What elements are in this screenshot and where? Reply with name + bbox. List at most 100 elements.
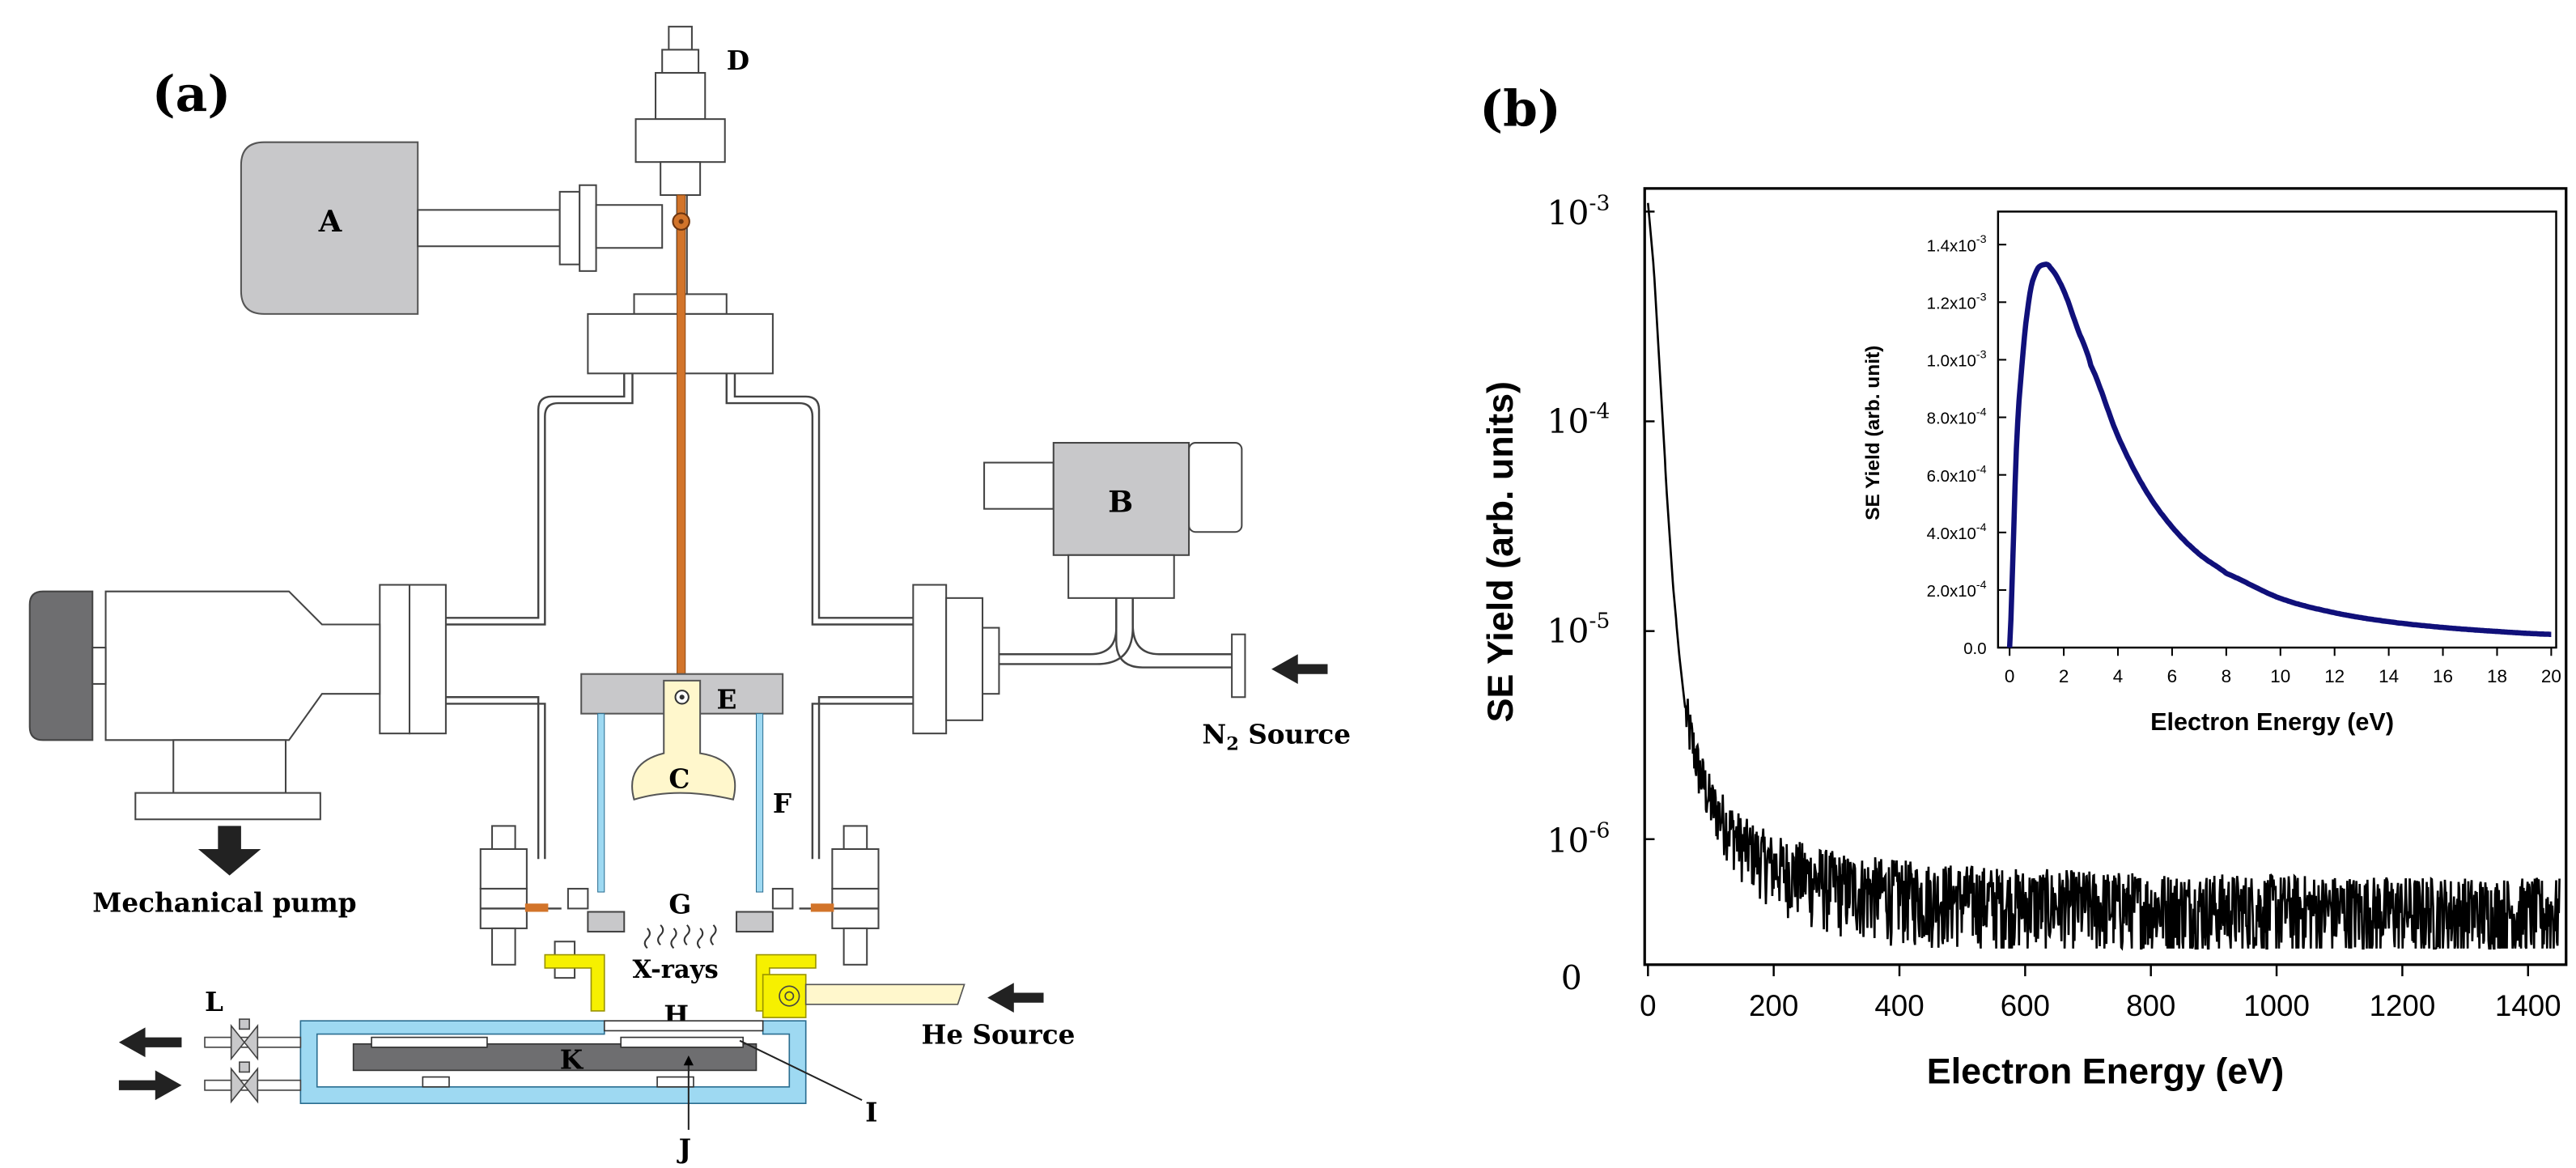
inset-y-tick-label: 1.4x10-3: [1927, 233, 1987, 255]
inset-y-tick-exp: -4: [1976, 464, 1987, 477]
inset-y-tick-base: 4.0x10: [1927, 525, 1976, 543]
main-y-tick-1-exp: -3: [1589, 190, 1611, 215]
inset-y-tick-label: 4.0x10-4: [1927, 521, 1987, 543]
main-plot-frame: [1643, 187, 2568, 966]
he-source-label: He Source: [922, 1019, 1076, 1051]
mech-pump-arrow: [197, 826, 261, 876]
label-b: B: [1108, 485, 1133, 520]
component-a-box: [240, 141, 419, 315]
xray-squiggles: [643, 924, 717, 949]
main-y-tick-1-base: 10: [1547, 194, 1589, 233]
inset-y-tick-exp: -3: [1976, 233, 1987, 246]
inset-y-tick-label: 1.2x10-3: [1927, 291, 1987, 312]
label-g: G: [668, 889, 691, 920]
n2-arrow: [1271, 654, 1328, 684]
main-x-tick-label: 600: [2001, 989, 2050, 1022]
n2-inlet-flange: [1231, 633, 1246, 699]
inset-x-tick-label: 2: [2059, 666, 2069, 686]
main-x-tick-label: 800: [2126, 989, 2175, 1022]
inset-x-tick-label: 16: [2433, 666, 2453, 686]
inset-y-tick-base: 0.0: [1963, 640, 1986, 658]
main-x-tick-label: 1200: [2370, 989, 2436, 1022]
component-f-walls: [597, 713, 764, 893]
n2-source-n: N: [1202, 718, 1226, 750]
inset-x-tick-label: 6: [2167, 666, 2177, 686]
label-e: E: [717, 684, 737, 716]
right-flange: [912, 584, 1000, 735]
holder-pivot-center: [679, 694, 685, 700]
inset-x-tick-label: 12: [2324, 666, 2345, 686]
label-c: C: [668, 762, 690, 794]
inset-y-tick-label: 0.0: [1963, 640, 1986, 658]
o-ring-right: [810, 903, 834, 912]
main-y-tick-5-base: 0: [1561, 958, 1582, 997]
inset-y-tick-label: 1.0x10-3: [1927, 348, 1987, 370]
o-ring-left: [524, 903, 549, 912]
inset-plot-area: [2006, 261, 2552, 648]
n2-source-label: N2 Source: [1202, 718, 1351, 754]
main-y-tick-labels: 10-3 10-4 10-5 10-6 0: [1547, 190, 1611, 997]
main-chamber: [445, 373, 914, 860]
he-arrow: [987, 983, 1044, 1013]
he-inlet-pipe: [804, 983, 965, 1005]
inset-y-tick-base: 2.0x10: [1927, 583, 1976, 601]
main-y-tick-4: 10-6: [1547, 818, 1611, 860]
inset-y-tick-exp: -4: [1976, 579, 1987, 592]
panel-a-label: (a): [152, 66, 231, 123]
mechanical-pump-label: Mechanical pump: [92, 887, 356, 919]
n2-source-subscript: 2: [1226, 734, 1239, 755]
main-y-tick-1: 10-3: [1547, 190, 1611, 232]
inset-plot-frame: [1997, 210, 2557, 649]
pointer-i: [739, 1039, 863, 1102]
inset-x-tick-label: 14: [2379, 666, 2399, 686]
main-y-axis-label: SE Yield (arb. units): [1479, 381, 1521, 722]
bottom-clamps: [479, 825, 880, 966]
label-d: D: [727, 45, 749, 76]
label-l: L: [205, 986, 223, 1017]
inset-y-tick-base: 1.4x10: [1927, 237, 1976, 255]
label-f: F: [773, 788, 791, 819]
label-j: J: [677, 1133, 691, 1165]
component-i-window: [603, 1020, 764, 1032]
inset-y-axis-label: SE Yield (arb. unit): [1862, 346, 1884, 520]
inset-y-tick-base: 1.2x10: [1927, 295, 1976, 312]
main-y-tick-4-exp: -6: [1589, 818, 1611, 843]
he-inlet-valve: [779, 985, 800, 1007]
yellow-fittings: [544, 954, 817, 1018]
panel-b-label: (b): [1479, 80, 1561, 138]
central-rod: [677, 194, 686, 691]
component-b: [983, 442, 1243, 599]
main-x-tick-label: 0: [1640, 989, 1656, 1022]
main-y-tick-3-base: 10: [1547, 612, 1589, 651]
main-x-tick-label: 1400: [2495, 989, 2561, 1022]
n2-source-text: Source: [1239, 718, 1351, 750]
panel-a-apparatus: (a) D A: [28, 25, 1351, 1165]
inset-y-tick-label: 2.0x10-4: [1927, 579, 1987, 601]
xrays-label: X-rays: [632, 955, 718, 984]
main-y-tick-2-exp: -4: [1589, 398, 1611, 423]
main-y-tick-5: 0: [1561, 958, 1582, 997]
inset-x-tick-label: 10: [2270, 666, 2290, 686]
rod-joint-center: [678, 219, 684, 224]
component-a-port: [417, 184, 664, 272]
main-y-tick-2: 10-4: [1547, 398, 1611, 440]
inset-y-tick-label: 6.0x10-4: [1927, 464, 1987, 486]
component-k-stage: [352, 1043, 758, 1072]
main-series-line: [1646, 202, 2561, 951]
inset-y-ticks: 0.02.0x10-44.0x10-46.0x10-48.0x10-41.0x1…: [1927, 233, 2007, 658]
inset-x-axis-label: Electron Energy (eV): [2150, 708, 2394, 736]
inset-y-tick-base: 1.0x10: [1927, 353, 1976, 371]
component-c-holder: [631, 679, 736, 801]
main-y-tick-2-base: 10: [1547, 402, 1589, 441]
inset-y-tick-exp: -3: [1976, 291, 1987, 304]
inset-series-line: [2006, 261, 2552, 648]
inset-x-tick-label: 20: [2541, 666, 2561, 686]
label-i: I: [865, 1097, 877, 1128]
inset-y-tick-exp: -4: [1976, 521, 1987, 534]
label-a: A: [318, 204, 342, 239]
inlet-arrow: [118, 1070, 182, 1101]
outlet-arrow: [118, 1027, 182, 1058]
inset-y-tick-exp: -3: [1976, 348, 1987, 361]
